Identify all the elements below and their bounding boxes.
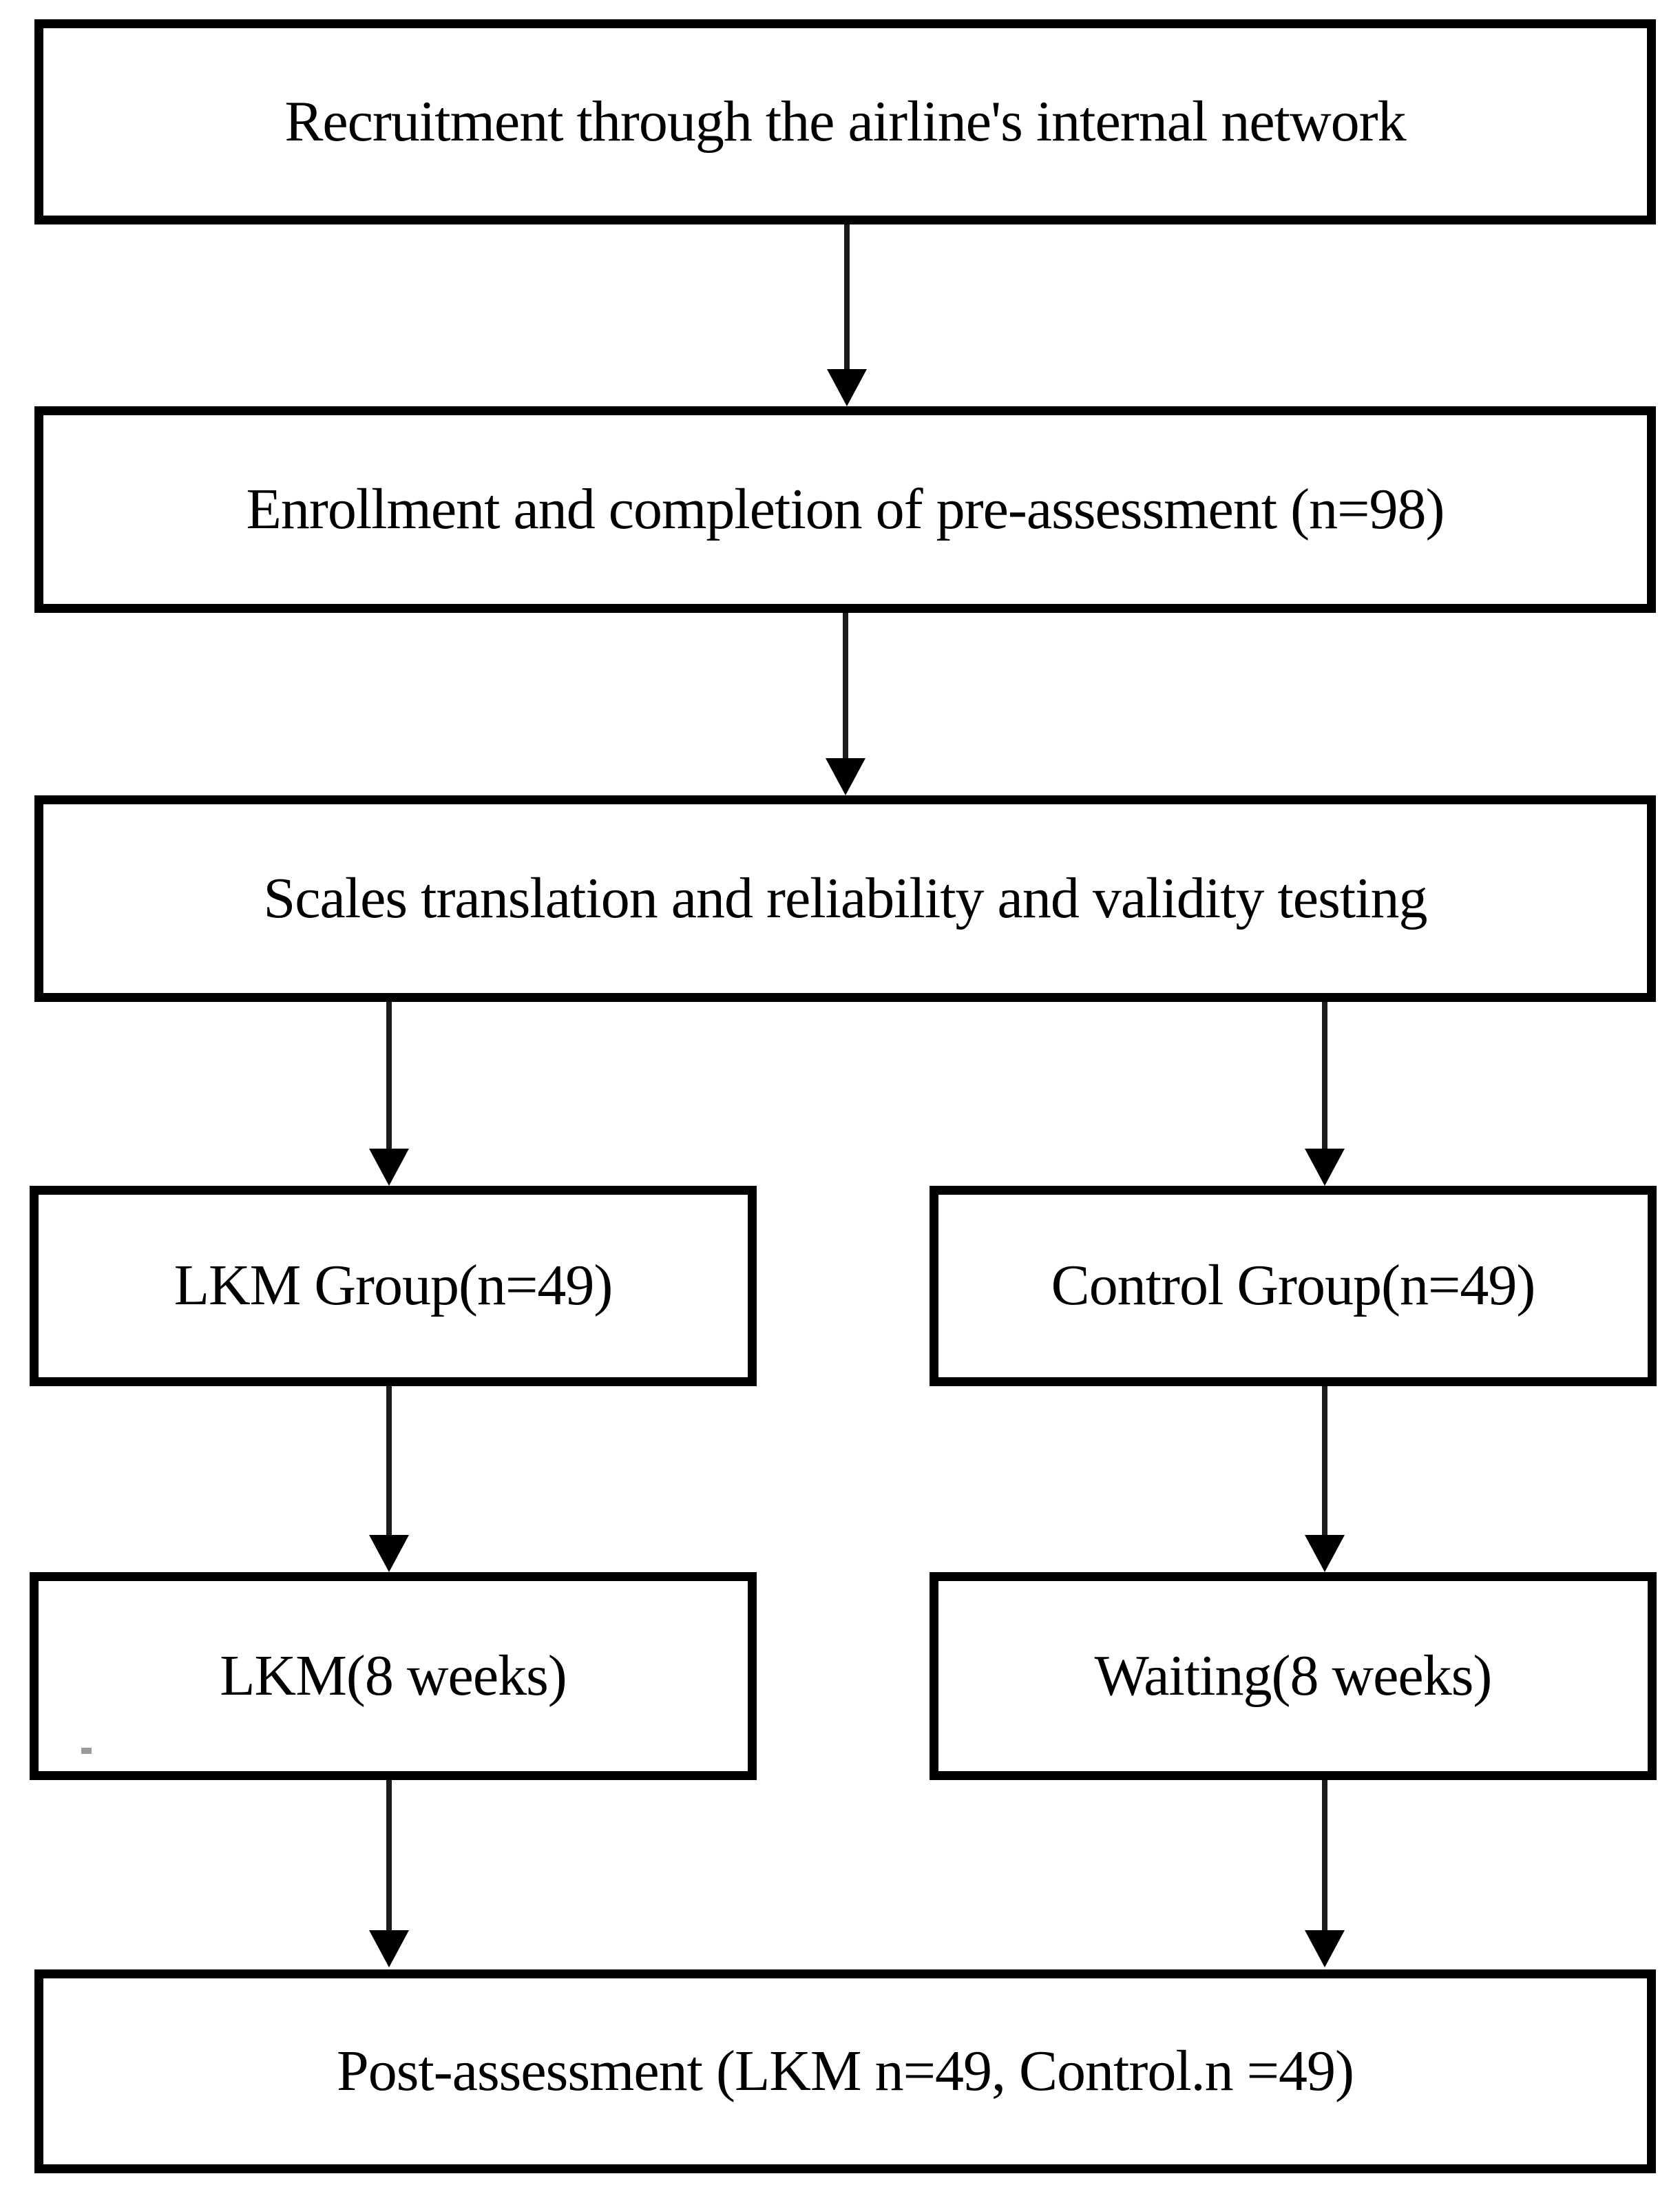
arrow-down-scales-to-control-group	[1304, 1002, 1345, 1186]
flow-node-lkm-group-label: LKM Group(n=49)	[174, 1253, 613, 1318]
flow-node-lkm-8-weeks: LKM(8 weeks)	[30, 1572, 757, 1780]
arrowhead-down-icon	[1305, 1149, 1345, 1186]
arrow-shaft	[1322, 1780, 1327, 1933]
arrowhead-down-icon	[369, 1930, 409, 1967]
flow-node-recruitment-label: Recruitment through the airline's intern…	[284, 89, 1406, 154]
arrowhead-down-icon	[1305, 1930, 1345, 1967]
arrowhead-down-icon	[369, 1535, 409, 1572]
flow-node-enrollment-label: Enrollment and completion of pre-assessm…	[246, 477, 1445, 541]
flow-node-control-group-label: Control Group(n=49)	[1051, 1253, 1536, 1318]
flow-node-lkm-group: LKM Group(n=49)	[30, 1186, 757, 1386]
arrow-shaft	[843, 613, 848, 761]
flow-node-waiting-8-weeks: Waiting(8 weeks)	[930, 1572, 1657, 1780]
flow-node-scales-testing-label: Scales translation and reliability and v…	[263, 866, 1428, 930]
arrow-down-control-group-to-waiting	[1304, 1386, 1345, 1572]
arrow-down-recruitment-to-enrollment	[826, 224, 868, 406]
arrowhead-down-icon	[369, 1149, 409, 1186]
arrow-down-lkm-to-post-assessment	[368, 1780, 410, 1967]
arrow-shaft	[386, 1386, 392, 1538]
arrowhead-down-icon	[826, 758, 865, 795]
arrow-down-enrollment-to-scales	[825, 613, 866, 795]
flow-node-post-assessment-label: Post-assessment (LKM n=49, Control.n =49…	[336, 2038, 1354, 2103]
arrow-down-waiting-to-post-assessment	[1304, 1780, 1345, 1967]
flow-node-control-group: Control Group(n=49)	[930, 1186, 1657, 1386]
arrow-shaft	[844, 224, 850, 372]
arrow-down-scales-to-lkm-group	[368, 1002, 410, 1186]
arrow-down-lkm-group-to-lkm	[368, 1386, 410, 1572]
arrow-shaft	[1322, 1002, 1327, 1151]
flow-node-enrollment: Enrollment and completion of pre-assessm…	[34, 406, 1656, 613]
arrow-shaft	[386, 1780, 392, 1933]
arrowhead-down-icon	[1305, 1535, 1345, 1572]
stray-scan-mark	[81, 1748, 92, 1754]
arrowhead-down-icon	[827, 369, 867, 406]
flow-node-waiting-8-weeks-label: Waiting(8 weeks)	[1094, 1643, 1493, 1708]
flow-node-recruitment: Recruitment through the airline's intern…	[34, 19, 1656, 224]
flow-node-lkm-8-weeks-label: LKM(8 weeks)	[220, 1643, 567, 1708]
flow-node-scales-testing: Scales translation and reliability and v…	[34, 795, 1656, 1002]
flow-node-post-assessment: Post-assessment (LKM n=49, Control.n =49…	[34, 1969, 1656, 2173]
arrow-shaft	[1322, 1386, 1327, 1538]
arrow-shaft	[386, 1002, 392, 1151]
